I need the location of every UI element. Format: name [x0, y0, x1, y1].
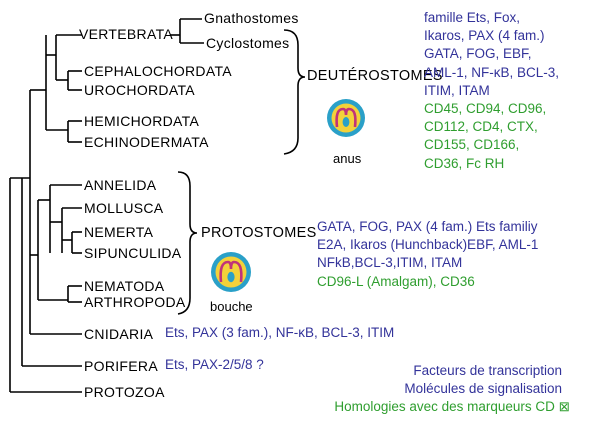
cnidaria-annotation: Ets, PAX (3 fam.), NF-κB, BCL-3, ITIM	[165, 325, 395, 340]
deuterostome-cd-list: CD45, CD94, CD96, CD112, CD4, CTX, CD155…	[424, 100, 546, 173]
embryo-deuterostome-icon	[327, 99, 365, 137]
annotation-line: CD96-L (Amalgam), CD36	[317, 274, 475, 289]
taxon-porifera: PORIFERA	[84, 358, 158, 374]
annotation-line: CD155, CD166,	[424, 137, 520, 153]
legend-transcription: Facteurs de transcription	[413, 363, 562, 378]
annotation-line: NFkB,BCL-3,ITIM, ITAM	[317, 255, 463, 271]
annotation-line: GATA, FOG, PAX (4 fam.) Ets familiy	[317, 219, 538, 234]
porifera-annotation: Ets, PAX-2/5/8 ?	[165, 357, 264, 372]
caption-bouche: bouche	[210, 299, 253, 314]
protostome-transcription-list: GATA, FOG, PAX (4 fam.) Ets familiy E2A,…	[317, 218, 538, 273]
embryo-protostome-icon	[211, 252, 251, 292]
taxon-echinodermata: ECHINODERMATA	[84, 134, 209, 150]
taxon-vertebrata: VERTEBRATA	[79, 26, 174, 42]
taxon-mollusca: MOLLUSCA	[84, 200, 164, 216]
legend-signaling: Molécules de signalisation	[404, 381, 562, 396]
annotation-line: ITIM, ITAM	[424, 82, 490, 98]
annotation-line: CD112, CD4, CTX,	[424, 119, 538, 135]
brace-deuterostomes	[283, 29, 306, 155]
taxon-cyclostomes: Cyclostomes	[206, 35, 290, 51]
annotation-line: E2A, Ikaros (Hunchback)EBF, AML-1	[317, 237, 539, 253]
annotation-line: AML-1, NF-κB, BCL-3,	[424, 64, 560, 80]
caption-anus: anus	[333, 151, 362, 166]
brace-protostomes	[177, 171, 198, 315]
taxon-gnathostomes: Gnathostomes	[204, 10, 299, 26]
annotation-line: CD36, Fc RH	[424, 155, 505, 171]
legend-cd-homology: Homologies avec des marqueurs CD ⊠	[334, 399, 570, 414]
taxon-cnidaria: CNIDARIA	[84, 326, 154, 342]
deuterostome-transcription-list: famille Ets, Fox, Ikaros, PAX (4 fam.) G…	[424, 9, 559, 100]
group-protostomes: PROTOSTOMES	[201, 225, 317, 241]
annotation-line: Ikaros, PAX (4 fam.)	[424, 28, 545, 44]
taxon-nematoda: NEMATODA	[84, 278, 165, 294]
taxon-annelida: ANNELIDA	[84, 177, 157, 193]
taxon-protozoa: PROTOZOA	[84, 384, 165, 400]
group-deuterostomes: DEUTÉROSTOMES	[307, 68, 443, 84]
taxon-urochordata: UROCHORDATA	[84, 82, 195, 98]
taxon-nemerta: NEMERTA	[84, 224, 154, 240]
taxon-arthropoda: ARTHROPODA	[84, 294, 186, 310]
annotation-line: CD45, CD94, CD96,	[424, 101, 547, 116]
taxon-hemichordata: HEMICHORDATA	[84, 113, 200, 129]
annotation-line: famille Ets, Fox,	[424, 10, 521, 25]
protostome-cd-list: CD96-L (Amalgam), CD36	[317, 273, 475, 291]
taxon-cephalochordata: CEPHALOCHORDATA	[84, 63, 232, 79]
taxon-sipunculida: SIPUNCULIDA	[84, 245, 182, 261]
annotation-line: GATA, FOG, EBF,	[424, 46, 532, 62]
